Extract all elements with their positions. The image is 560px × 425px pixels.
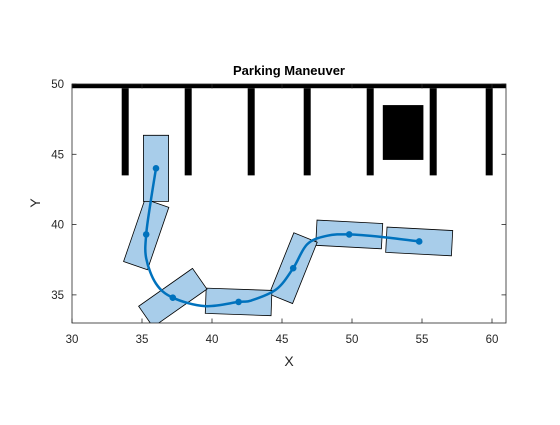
x-tick-label: 60 <box>486 334 499 346</box>
obstacle-layer <box>72 84 506 176</box>
chart-title: Parking Maneuver <box>233 63 345 78</box>
parking-divider <box>303 88 311 176</box>
x-tick-label: 55 <box>416 334 429 346</box>
parking-divider <box>485 88 493 176</box>
y-tick-label: 50 <box>51 79 64 91</box>
y-tick-label: 35 <box>51 290 64 302</box>
x-tick-label: 40 <box>206 334 219 346</box>
path-layer <box>142 165 423 308</box>
parking-divider <box>429 88 437 176</box>
parking-divider <box>121 88 129 176</box>
y-tick-label: 40 <box>51 220 64 232</box>
waypoint-marker <box>235 298 242 306</box>
tick-layer: 30 35 40 45 50 55 60 35 40 45 50 <box>51 79 506 346</box>
parking-divider <box>366 88 374 176</box>
parking-wall <box>72 84 506 89</box>
parked-car-obstacle <box>382 105 424 160</box>
waypoint-marker <box>289 264 297 272</box>
x-tick-label: 50 <box>346 334 359 346</box>
y-tick-label: 45 <box>51 149 64 161</box>
waypoint-marker <box>345 231 353 238</box>
x-tick-label: 45 <box>276 334 289 346</box>
x-tick-label: 35 <box>136 334 149 346</box>
parking-divider <box>184 88 192 176</box>
waypoint-marker <box>169 294 177 301</box>
y-axis-label: Y <box>27 198 43 208</box>
waypoint-marker <box>142 231 150 238</box>
trajectory-line <box>144 167 421 308</box>
waypoint-marker <box>415 238 423 245</box>
axes-box <box>71 83 507 324</box>
parking-divider <box>247 88 255 176</box>
x-axis-label: X <box>284 353 294 369</box>
x-tick-label: 30 <box>66 334 79 346</box>
waypoint-marker <box>152 165 160 172</box>
